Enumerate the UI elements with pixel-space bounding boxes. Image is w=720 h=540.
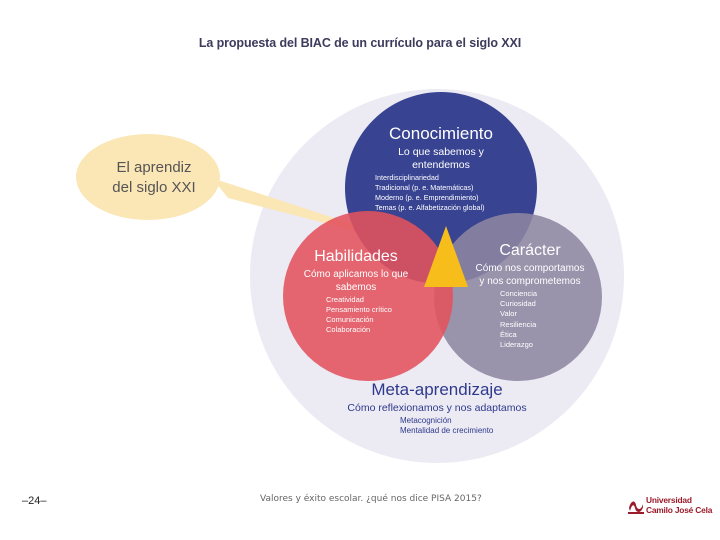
learner-bubble [76,134,220,220]
learner-bubble-line1: El aprendiz [116,159,191,176]
character-item: Curiosidad [500,299,536,308]
university-logo-icon [628,501,644,514]
knowledge-sub2: entendemos [412,159,470,171]
knowledge-item: Tradicional (p. e. Matemáticas) [375,183,473,192]
knowledge-sub1: Lo que sabemos y [398,146,485,158]
meta-item: Metacognición [400,416,452,425]
character-heading: Carácter [499,242,561,259]
learner-bubble-line2: del siglo XXI [112,179,195,196]
skills-sub2: sabemos [336,282,377,293]
character-item: Valor [500,309,517,318]
knowledge-item: Temas (p. e. Alfabetización global) [375,203,484,212]
skills-item: Pensamiento crítico [326,305,392,314]
character-item: Liderazgo [500,340,533,349]
diagram-title: La propuesta del BIAC de un currículo pa… [198,36,522,50]
university-logo: Universidad Camilo José Cela [626,494,713,518]
knowledge-item: Moderno (p. e. Emprendimiento) [375,193,478,202]
skills-circle [283,211,453,381]
logo-line1: Universidad [646,495,692,505]
skills-item: Comunicación [326,315,374,324]
character-sub1: Cómo nos comportamos [476,263,585,274]
logo-line2: Camilo José Cela [646,505,713,515]
character-item: Resiliencia [500,320,537,329]
skills-sub1: Cómo aplicamos lo que [304,269,409,280]
skills-heading: Habilidades [314,248,398,265]
meta-heading: Meta-aprendizaje [371,380,502,399]
character-circle [434,213,602,381]
character-item: Conciencia [500,289,538,298]
meta-item: Mentalidad de crecimiento [400,426,494,435]
skills-item: Colaboración [326,325,370,334]
knowledge-item: Interdisciplinariedad [375,173,439,182]
page-number: –24– [22,495,47,507]
character-sub2: y nos comprometemos [479,276,580,287]
center-triangle [424,226,468,287]
skills-item: Creatividad [326,295,364,304]
character-item: Ética [500,330,518,339]
meta-sub: Cómo reflexionamos y nos adaptamos [347,402,526,414]
footer-caption: Valores y éxito escolar. ¿qué nos dice P… [260,494,482,504]
knowledge-heading: Conocimiento [389,124,493,143]
